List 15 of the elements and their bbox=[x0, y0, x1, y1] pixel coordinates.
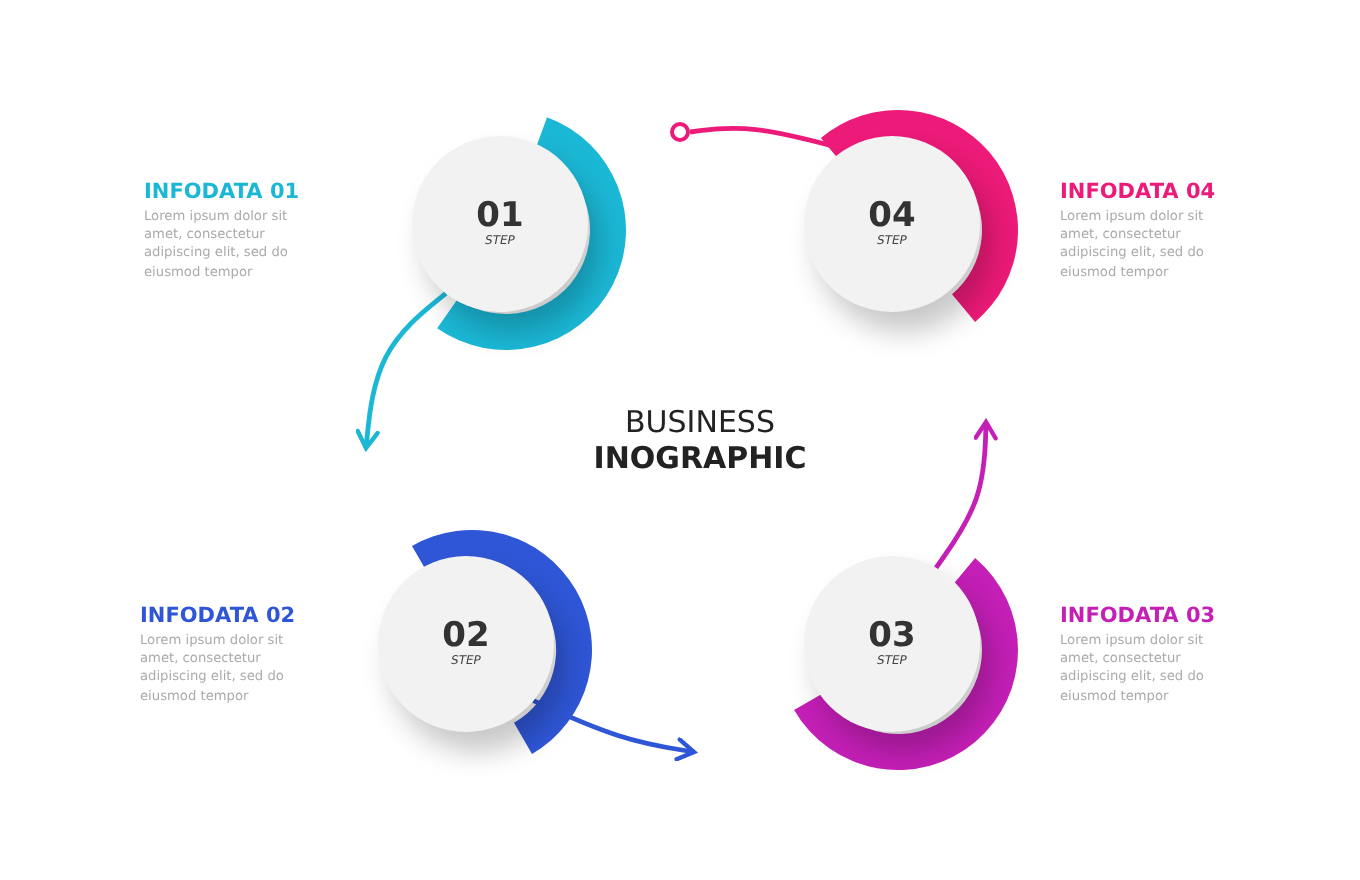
step-circle bbox=[804, 556, 980, 732]
dot-marker bbox=[670, 122, 690, 142]
arrow bbox=[532, 698, 697, 762]
arrow bbox=[355, 291, 448, 451]
info-heading: INFODATA 04 bbox=[1060, 180, 1218, 204]
step-number: 04 bbox=[868, 199, 916, 234]
title: BUSINESS INOGRAPHIC bbox=[591, 404, 809, 476]
step-number: 03 bbox=[868, 619, 916, 654]
step-number: 01 bbox=[476, 199, 524, 234]
info-heading: INFODATA 01 bbox=[144, 180, 302, 204]
step-circle bbox=[412, 136, 588, 312]
info-heading: INFODATA 02 bbox=[140, 604, 298, 628]
arrow bbox=[934, 419, 998, 570]
step-number: 02 bbox=[442, 619, 490, 654]
info-heading: INFODATA 03 bbox=[1060, 604, 1218, 628]
